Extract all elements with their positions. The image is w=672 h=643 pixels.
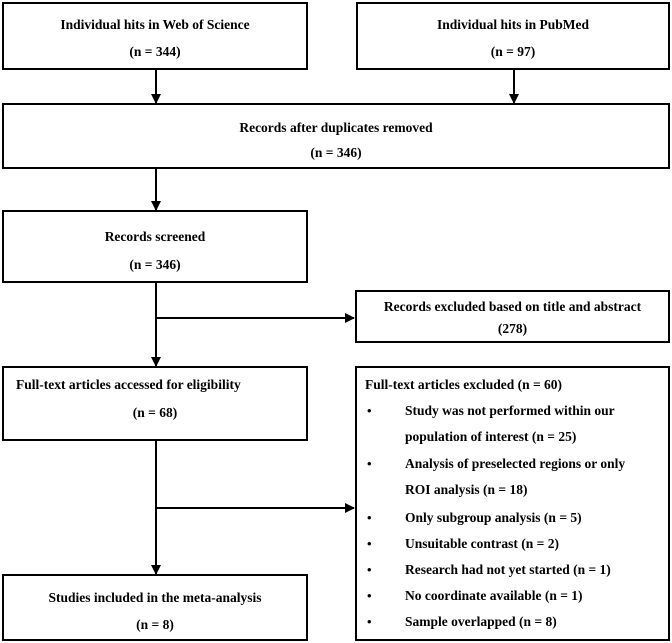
exclusion-reason-1-line2: population of interest (n = 25): [405, 429, 577, 444]
fulltext-excluded-title: Full-text articles excluded (n = 60): [365, 377, 563, 392]
wos-title: Individual hits in Web of Science: [60, 17, 250, 32]
excluded-title-count: (278): [497, 321, 528, 336]
exclusion-reason-5: Research had not yet started (n = 1): [405, 562, 611, 577]
dedup-count: (n = 346): [310, 145, 362, 160]
bullet-1: •: [367, 403, 372, 418]
box-records-screened: Records screened (n = 346): [2, 210, 308, 283]
exclusion-reason-2-line2: ROI analysis (n = 18): [405, 482, 528, 497]
box-studies-included: Studies included in the meta-analysis (n…: [2, 574, 308, 641]
box-web-of-science: Individual hits in Web of Science (n = 3…: [2, 2, 308, 70]
screened-title: Records screened: [104, 229, 206, 244]
included-count: (n = 8): [136, 617, 174, 632]
excluded-title-label: Records excluded based on title and abst…: [383, 299, 642, 314]
bullet-5: •: [367, 562, 372, 577]
bullet-3: •: [367, 510, 372, 525]
exclusion-reason-3: Only subgroup analysis (n = 5): [405, 510, 582, 525]
bullet-7: •: [367, 614, 372, 629]
screened-count: (n = 346): [129, 257, 181, 272]
exclusion-reason-2-line1: Analysis of preselected regions or only: [405, 456, 626, 471]
pubmed-title: Individual hits in PubMed: [437, 17, 589, 32]
box-fulltext-accessed: Full-text articles accessed for eligibil…: [2, 366, 308, 441]
box-duplicates-removed: Records after duplicates removed (n = 34…: [2, 103, 670, 169]
exclusion-reason-1-line1: Study was not performed within our: [405, 403, 615, 418]
bullet-4: •: [367, 536, 372, 551]
exclusion-reason-7: Sample overlapped (n = 8): [405, 614, 557, 629]
included-title: Studies included in the meta-analysis: [48, 590, 262, 605]
exclusion-reason-4: Unsuitable contrast (n = 2): [405, 536, 559, 551]
bullet-6: •: [367, 588, 372, 603]
box-fulltext-excluded: Full-text articles excluded (n = 60) • S…: [355, 366, 670, 641]
pubmed-count: (n = 97): [490, 44, 536, 59]
wos-count: (n = 344): [129, 44, 181, 59]
fulltext-title: Full-text articles accessed for eligibil…: [16, 377, 241, 392]
bullet-2: •: [367, 456, 372, 471]
box-records-excluded-title-abstract: Records excluded based on title and abst…: [355, 290, 670, 343]
exclusion-reason-6: No coordinate available (n = 1): [405, 588, 583, 603]
fulltext-count: (n = 68): [132, 405, 178, 420]
dedup-title: Records after duplicates removed: [239, 120, 433, 135]
box-pubmed: Individual hits in PubMed (n = 97): [356, 2, 670, 70]
